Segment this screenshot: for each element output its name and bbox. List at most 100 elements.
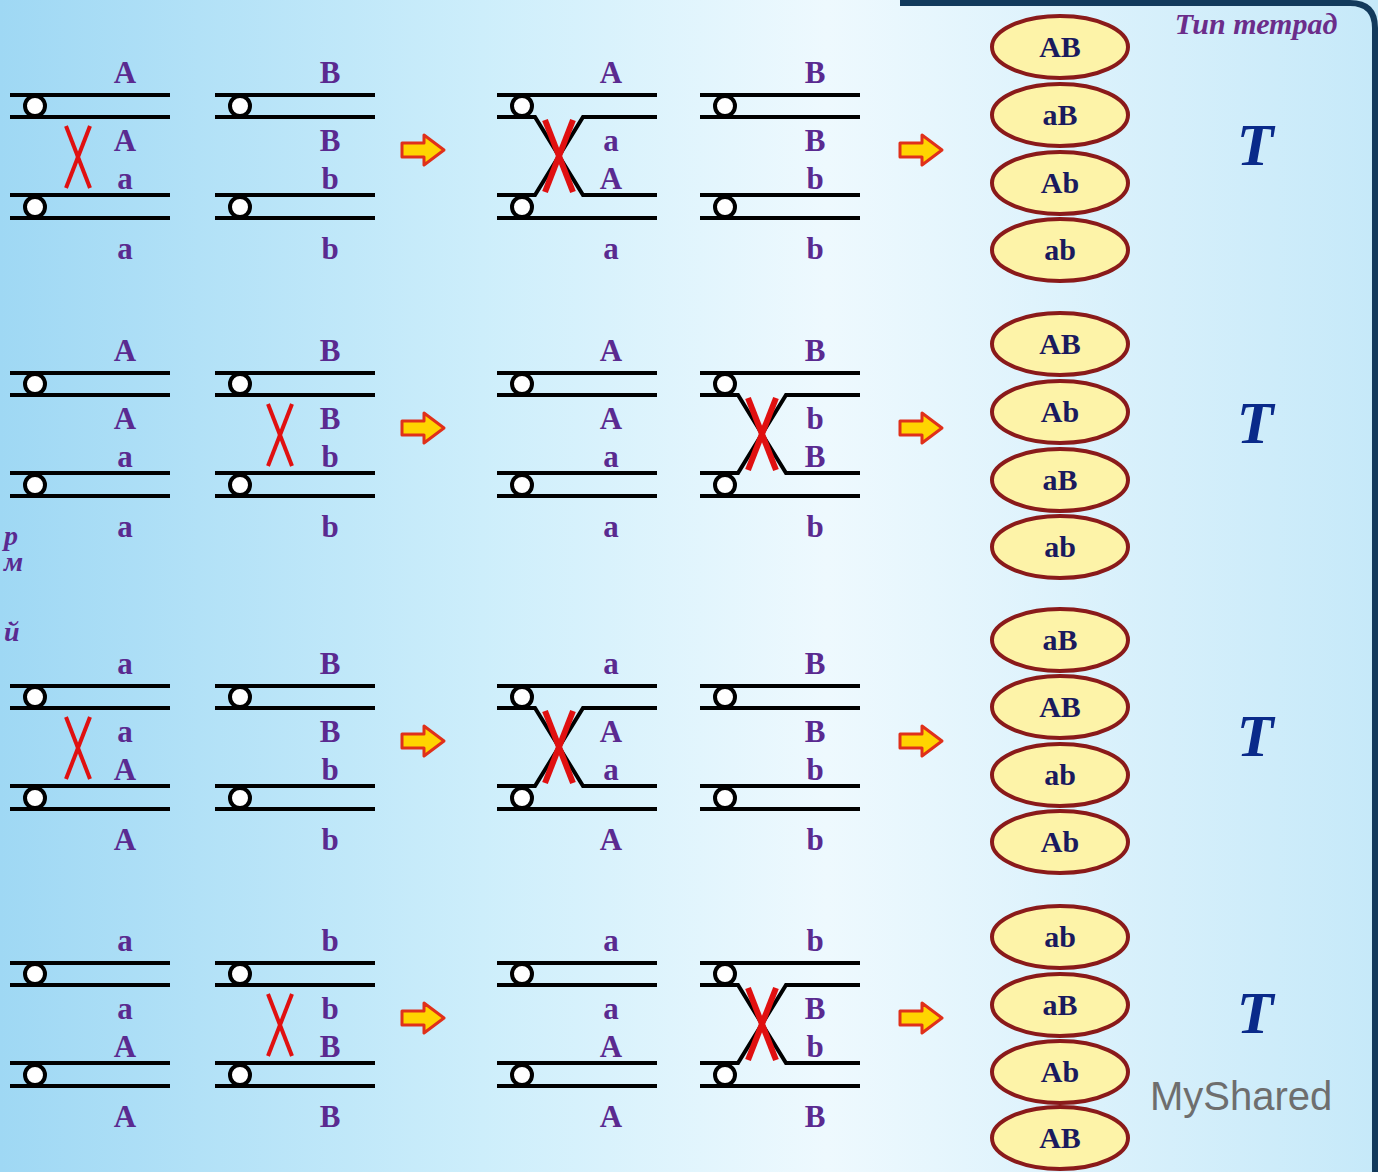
- allele-label: b: [321, 754, 338, 785]
- genotype-text: aB: [1042, 465, 1077, 495]
- genotype-oval: ab: [990, 217, 1130, 283]
- allele-label: B: [805, 648, 826, 679]
- allele-label: a: [603, 925, 619, 956]
- allele-label: B: [320, 403, 341, 434]
- allele-label: A: [114, 1101, 136, 1132]
- allele-label: A: [600, 1101, 622, 1132]
- allele-label: B: [805, 57, 826, 88]
- genotype-oval: AB: [990, 14, 1130, 80]
- allele-label: a: [117, 925, 133, 956]
- allele-label: A: [114, 335, 136, 366]
- allele-label: a: [603, 993, 619, 1024]
- allele-label: b: [806, 754, 823, 785]
- genotype-text: Ab: [1041, 168, 1079, 198]
- genotype-text: ab: [1044, 235, 1076, 265]
- allele-label: A: [600, 403, 622, 434]
- tetrad-type: T: [1237, 706, 1274, 766]
- genotype-text: ab: [1044, 760, 1076, 790]
- allele-label: a: [117, 163, 133, 194]
- allele-label: b: [321, 824, 338, 855]
- genotype-oval: ab: [990, 742, 1130, 808]
- allele-label: B: [805, 125, 826, 156]
- allele-label: B: [320, 57, 341, 88]
- allele-label: B: [320, 125, 341, 156]
- allele-label: B: [320, 335, 341, 366]
- allele-label: A: [114, 1031, 136, 1062]
- allele-label: B: [320, 1101, 341, 1132]
- allele-label: b: [806, 1031, 823, 1062]
- genotype-oval: aB: [990, 972, 1130, 1038]
- allele-label: B: [320, 648, 341, 679]
- allele-label: b: [806, 925, 823, 956]
- allele-label: a: [117, 441, 133, 472]
- allele-label: A: [600, 57, 622, 88]
- allele-label: B: [805, 441, 826, 472]
- allele-label: B: [805, 1101, 826, 1132]
- allele-label: A: [114, 403, 136, 434]
- genotype-oval: Ab: [990, 150, 1130, 216]
- allele-label: b: [321, 925, 338, 956]
- genotype-text: aB: [1042, 100, 1077, 130]
- genotype-oval: ab: [990, 514, 1130, 580]
- allele-label: A: [114, 57, 136, 88]
- genotype-oval: Ab: [990, 379, 1130, 445]
- allele-label: A: [600, 1031, 622, 1062]
- allele-label: a: [117, 716, 133, 747]
- allele-label: A: [114, 125, 136, 156]
- genotype-text: aB: [1042, 990, 1077, 1020]
- allele-label: A: [600, 335, 622, 366]
- allele-label: B: [805, 335, 826, 366]
- allele-label: b: [806, 824, 823, 855]
- allele-label: b: [806, 163, 823, 194]
- genotype-oval: Ab: [990, 1039, 1130, 1105]
- genotype-oval: aB: [990, 447, 1130, 513]
- allele-label: b: [321, 441, 338, 472]
- allele-label: b: [321, 233, 338, 264]
- allele-label: b: [321, 163, 338, 194]
- genotype-oval: aB: [990, 607, 1130, 673]
- tetrad-type: T: [1237, 115, 1274, 175]
- text-fragment: м: [4, 548, 23, 576]
- allele-label: b: [321, 993, 338, 1024]
- text-fragment: р: [4, 522, 18, 550]
- allele-label: a: [117, 233, 133, 264]
- allele-label: B: [320, 716, 341, 747]
- genotype-text: AB: [1039, 329, 1081, 359]
- genotype-oval: ab: [990, 904, 1130, 970]
- genotype-text: ab: [1044, 532, 1076, 562]
- genotype-text: aB: [1042, 625, 1077, 655]
- genotype-oval: aB: [990, 82, 1130, 148]
- allele-label: B: [320, 1031, 341, 1062]
- allele-label: B: [805, 993, 826, 1024]
- genotype-text: Ab: [1041, 397, 1079, 427]
- genotype-text: AB: [1039, 32, 1081, 62]
- allele-label: B: [805, 716, 826, 747]
- allele-label: a: [117, 511, 133, 542]
- genotype-oval: AB: [990, 311, 1130, 377]
- genotype-text: AB: [1039, 692, 1081, 722]
- allele-label: a: [603, 441, 619, 472]
- allele-label: b: [321, 511, 338, 542]
- allele-label: A: [600, 716, 622, 747]
- allele-label: a: [603, 233, 619, 264]
- allele-label: b: [806, 233, 823, 264]
- text-fragment: й: [4, 618, 20, 646]
- genotype-oval: Ab: [990, 809, 1130, 875]
- allele-label: a: [603, 125, 619, 156]
- genotype-text: ab: [1044, 922, 1076, 952]
- genotype-oval: AB: [990, 674, 1130, 740]
- allele-label: a: [603, 754, 619, 785]
- genotype-text: Ab: [1041, 827, 1079, 857]
- genotype-text: Ab: [1041, 1057, 1079, 1087]
- genotype-oval: AB: [990, 1105, 1130, 1171]
- tetrad-type: T: [1237, 393, 1274, 453]
- allele-label: b: [806, 511, 823, 542]
- allele-label: A: [600, 824, 622, 855]
- allele-label: A: [114, 754, 136, 785]
- column-heading: Тип тетрад: [1175, 9, 1338, 39]
- allele-label: a: [603, 648, 619, 679]
- watermark: MyShared: [1150, 1076, 1332, 1116]
- tetrad-type: T: [1237, 983, 1274, 1043]
